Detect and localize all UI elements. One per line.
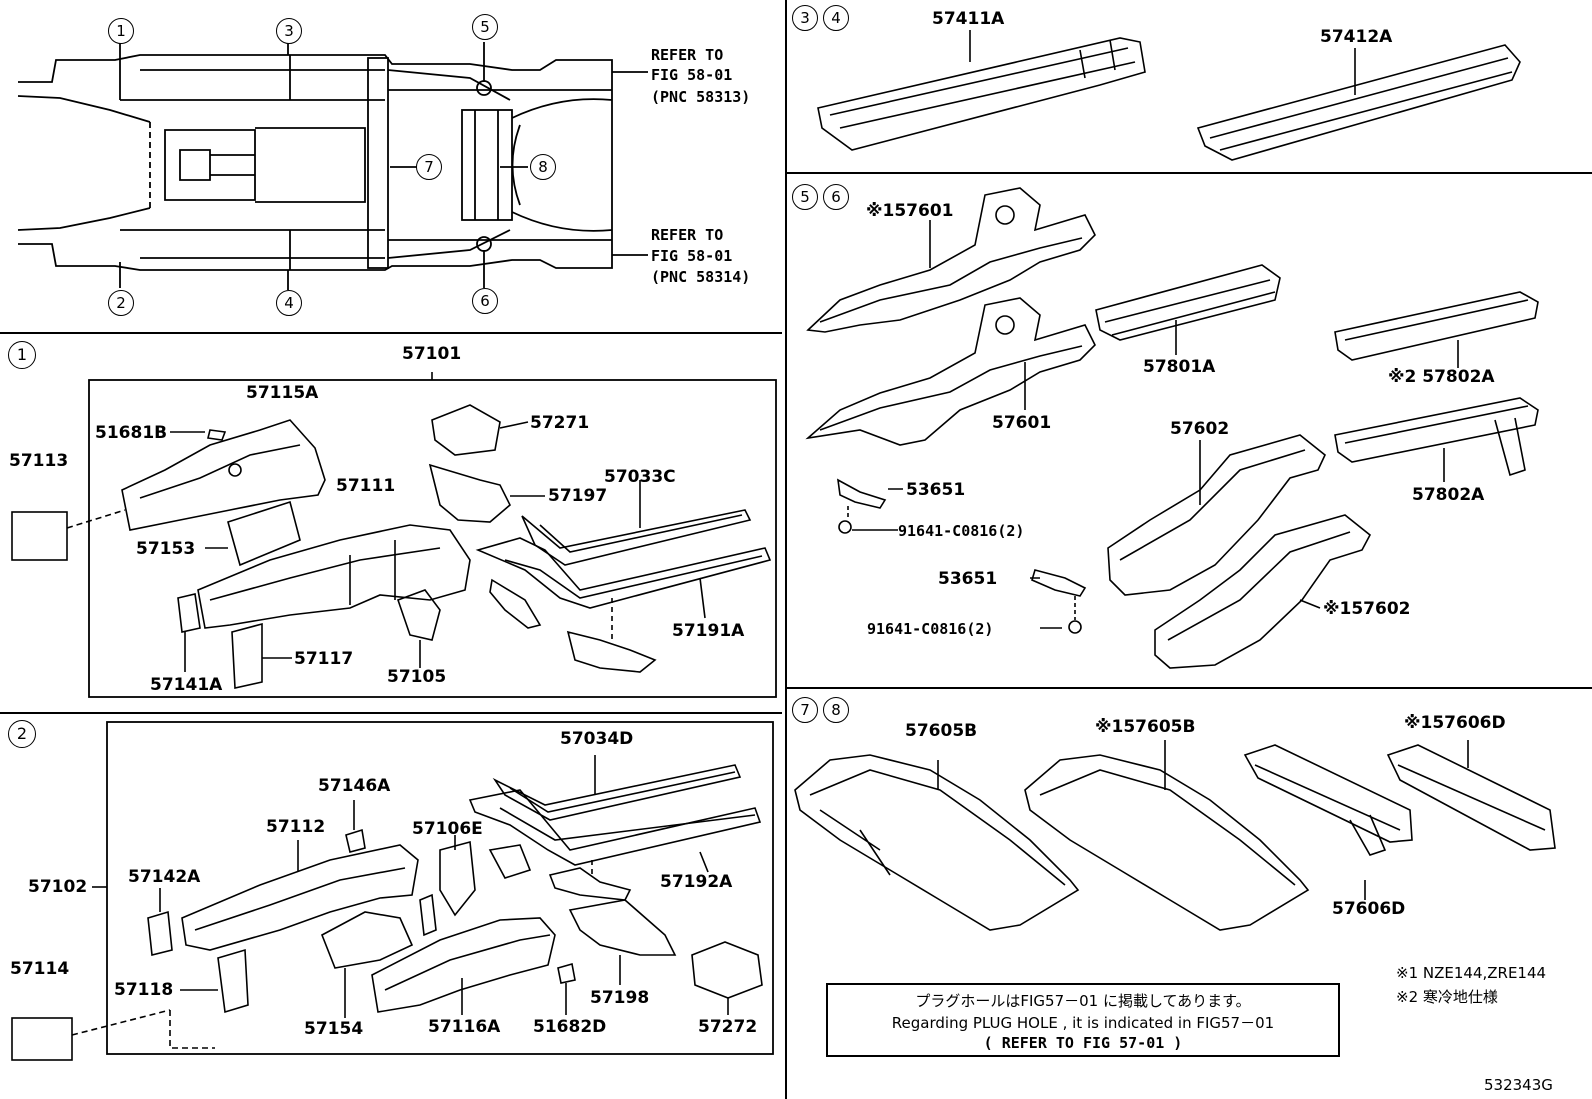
part-57033C: 57033C — [604, 467, 676, 487]
callout-5: 5 — [472, 14, 498, 40]
part-x157602: ※157602 — [1323, 599, 1411, 619]
part-57602: 57602 — [1170, 419, 1230, 439]
part-x157605B: ※157605B — [1095, 717, 1196, 737]
rails-57411A-57412A — [817, 30, 1521, 161]
members-panel-56 — [805, 187, 1539, 669]
plug-hole-notice: プラグホールはFIG57－01 に掲載してあります。 Regarding PLU… — [826, 983, 1340, 1057]
refer-bottom-line-1: REFER TO — [651, 226, 724, 244]
part-57117: 57117 — [294, 649, 354, 669]
part-51682D: 51682D — [533, 1017, 607, 1037]
part-57142A: 57142A — [128, 867, 201, 887]
part-57601: 57601 — [992, 413, 1052, 433]
part-57802A-b: 57802A — [1412, 485, 1485, 505]
legend-note-1: ※1 NZE144,ZRE144 — [1396, 964, 1547, 982]
notice-line-refer: ( REFER TO FIG 57-01 ) — [983, 1034, 1183, 1052]
callout-6: 6 — [472, 288, 498, 314]
part-57411A: 57411A — [932, 9, 1005, 29]
panel-2-header: 2 — [8, 720, 36, 748]
part-57102: 57102 — [28, 877, 88, 897]
part-57198: 57198 — [590, 988, 650, 1008]
part-57115A: 57115A — [246, 383, 319, 403]
part-57105: 57105 — [387, 667, 447, 687]
part-57605B: 57605B — [905, 721, 978, 741]
panel-56-header-6: 6 — [823, 184, 849, 210]
parts-57101-group — [11, 372, 772, 689]
refer-top-line-1: REFER TO — [651, 46, 724, 64]
refer-top-line-3: (PNC 58313) — [651, 88, 751, 106]
legend-note-2: ※2 寒冷地仕様 — [1396, 988, 1498, 1006]
part-57606D: 57606D — [1332, 899, 1406, 919]
part-57197: 57197 — [548, 486, 608, 506]
part-57106E: 57106E — [412, 819, 483, 839]
panel-34-header-3: 3 — [792, 5, 818, 31]
panel-34-header-4: 4 — [823, 5, 849, 31]
part-91641-C0816-a: 91641-C0816(2) — [898, 522, 1025, 540]
callout-2: 2 — [108, 290, 134, 316]
refer-bottom-line-2: FIG 58-01 — [651, 247, 733, 265]
part-57412A: 57412A — [1320, 27, 1393, 47]
callout-3: 3 — [276, 18, 302, 44]
panel-78-header-8: 8 — [823, 697, 849, 723]
part-57114: 57114 — [10, 959, 70, 979]
underbody-overview — [17, 42, 648, 290]
part-57116A: 57116A — [428, 1017, 501, 1037]
callout-7: 7 — [416, 154, 442, 180]
members-panel-78 — [794, 740, 1556, 931]
callout-8: 8 — [530, 154, 556, 180]
part-57272: 57272 — [698, 1017, 758, 1037]
part-53651-a: 53651 — [906, 480, 966, 500]
parts-57102-group — [11, 755, 763, 1061]
figure-id: 532343G — [1484, 1076, 1553, 1094]
panel-1-header: 1 — [8, 341, 36, 369]
part-57154: 57154 — [304, 1019, 364, 1039]
part-91641-C0816-b: 91641-C0816(2) — [867, 620, 994, 638]
notice-line-jp: プラグホールはFIG57－01 に掲載してあります。 — [915, 992, 1251, 1010]
part-57271: 57271 — [530, 413, 590, 433]
part-57101: 57101 — [402, 344, 462, 364]
part-x157606D: ※157606D — [1404, 713, 1506, 733]
part-57801A: 57801A — [1143, 357, 1216, 377]
part-57191A: 57191A — [672, 621, 745, 641]
part-57118: 57118 — [114, 980, 174, 1000]
part-57192A: 57192A — [660, 872, 733, 892]
callout-4: 4 — [276, 290, 302, 316]
panel-78-header-7: 7 — [792, 697, 818, 723]
part-57141A: 57141A — [150, 675, 223, 695]
part-57112: 57112 — [266, 817, 326, 837]
frame-57102 — [106, 721, 774, 1055]
callout-1: 1 — [108, 18, 134, 44]
notice-line-en: Regarding PLUG HOLE , it is indicated in… — [891, 1014, 1275, 1032]
part-57034D: 57034D — [560, 729, 634, 749]
part-x2-57802A: ※2 57802A — [1388, 367, 1495, 387]
panel-56-header-5: 5 — [792, 184, 818, 210]
part-57113: 57113 — [9, 451, 69, 471]
part-x157601: ※157601 — [866, 201, 954, 221]
part-53651-b: 53651 — [938, 569, 998, 589]
part-57153: 57153 — [136, 539, 196, 559]
part-51681B: 51681B — [95, 423, 168, 443]
refer-bottom-line-3: (PNC 58314) — [651, 268, 751, 286]
part-57111: 57111 — [336, 476, 396, 496]
refer-top-line-2: FIG 58-01 — [651, 66, 733, 84]
part-57146A: 57146A — [318, 776, 391, 796]
